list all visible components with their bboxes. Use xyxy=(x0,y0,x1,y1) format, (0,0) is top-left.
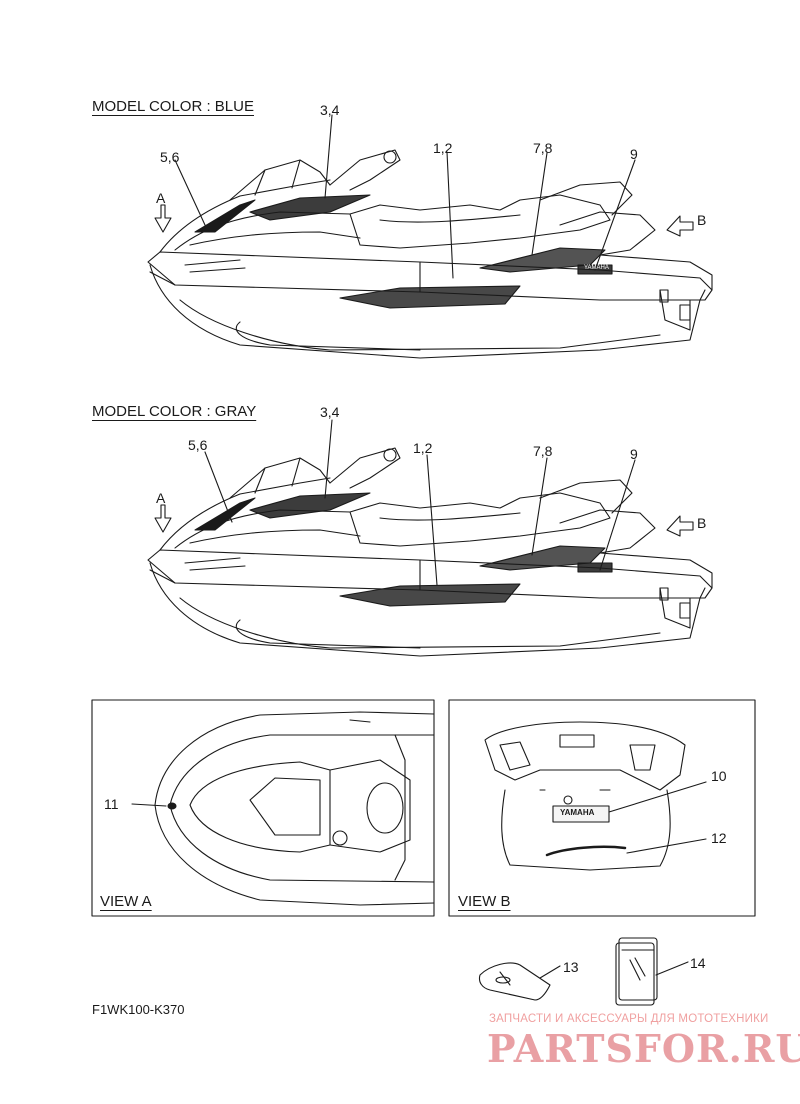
view-a-top-deck-drawing xyxy=(131,711,435,906)
view-a-frame xyxy=(91,699,435,917)
view-b-yamaha-badge: YAMAHA xyxy=(560,808,595,817)
model-color-gray-header: MODEL COLOR : GRAY xyxy=(92,403,257,420)
callout-5-6-gray: 5,6 xyxy=(188,437,208,453)
arrow-a-label-gray: A xyxy=(156,490,166,506)
callout-1-2-gray: 1,2 xyxy=(413,440,433,456)
watermark-tagline: ЗАПЧАСТИ И АКСЕССУАРЫ ДЛЯ МОТОТЕХНИКИ xyxy=(489,1013,769,1025)
arrow-b-blue xyxy=(666,215,694,237)
callout-1-2-blue: 1,2 xyxy=(433,140,453,156)
jetski-gray-side-view xyxy=(147,447,713,657)
arrow-b-label-blue: B xyxy=(697,212,707,228)
callout-10: 10 xyxy=(711,768,727,784)
view-a-title: VIEW A xyxy=(100,893,152,910)
callout-5-6-blue: 5,6 xyxy=(160,149,180,165)
arrow-a-blue xyxy=(154,204,172,233)
callout-14: 14 xyxy=(690,955,706,971)
arrow-b-label-gray: B xyxy=(697,515,707,531)
callout-9-blue: 9 xyxy=(630,146,638,162)
part-13-cleaner-pouch xyxy=(478,962,561,1001)
view-b-frame xyxy=(448,699,756,917)
watermark-brand: PARTSFOR.RU xyxy=(487,1026,800,1071)
leader-lines-gray xyxy=(204,419,636,586)
callout-3-4-gray: 3,4 xyxy=(320,404,340,420)
part-14-label-card xyxy=(615,937,689,1006)
arrow-a-gray xyxy=(154,504,172,533)
callout-13: 13 xyxy=(563,959,579,975)
drawing-code: F1WK100-K370 xyxy=(92,1002,185,1017)
leader-lines-blue xyxy=(174,114,636,279)
callout-11: 11 xyxy=(104,796,119,812)
callout-3-4-blue: 3,4 xyxy=(320,102,340,118)
arrow-b-gray xyxy=(666,515,694,537)
bow-logo-blue: YAMAHA xyxy=(584,265,609,271)
arrow-a-label-blue: A xyxy=(156,190,166,206)
model-color-blue-header: MODEL COLOR : BLUE xyxy=(92,98,254,115)
callout-7-8-blue: 7,8 xyxy=(533,140,553,156)
callout-7-8-gray: 7,8 xyxy=(533,443,553,459)
view-b-title: VIEW B xyxy=(458,893,511,910)
view-b-stern-drawing xyxy=(484,721,707,871)
callout-9-gray: 9 xyxy=(630,446,638,462)
callout-12: 12 xyxy=(711,830,727,846)
